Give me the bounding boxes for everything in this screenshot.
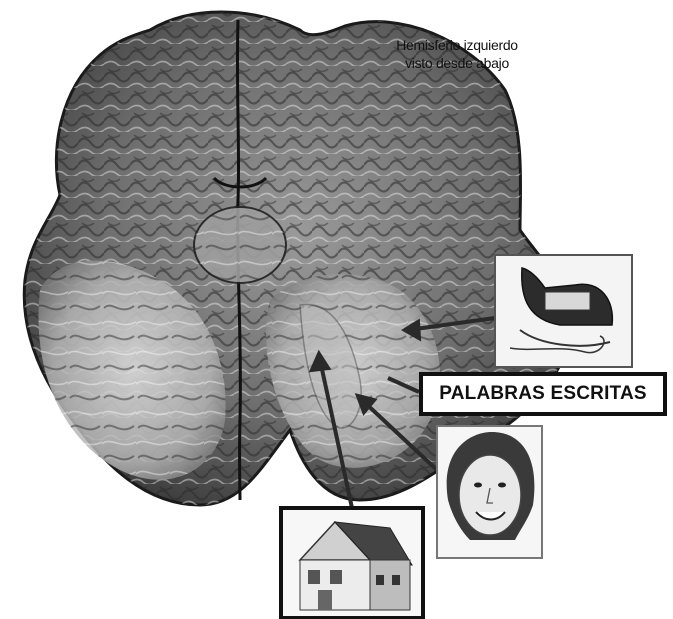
house-picture xyxy=(281,508,423,618)
caption-line-2: visto desde abajo xyxy=(372,54,542,72)
face-icon xyxy=(459,455,521,535)
face-picture xyxy=(437,426,542,558)
caption-line-1: Hemisferio izquierdo xyxy=(372,36,542,54)
diagram-caption: Hemisferio izquierdo visto desde abajo xyxy=(372,36,542,72)
written-words-label: PALABRAS ESCRITAS xyxy=(419,372,667,416)
iron-picture xyxy=(495,255,632,367)
written-words-text: PALABRAS ESCRITAS xyxy=(439,383,646,405)
